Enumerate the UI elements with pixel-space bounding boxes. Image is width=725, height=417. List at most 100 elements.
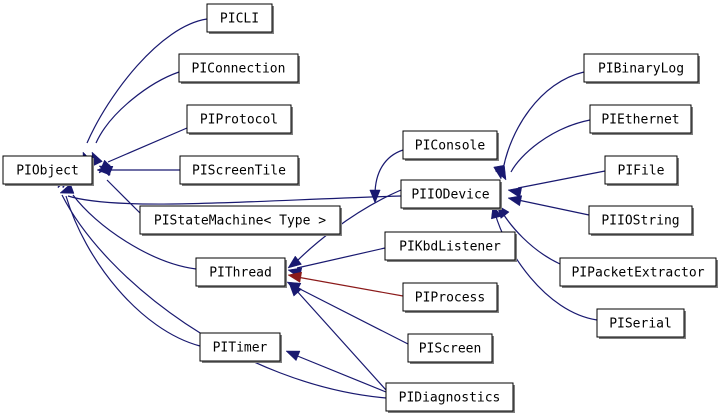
node-label: PITimer [213,341,268,356]
node-piserial[interactable]: PISerial [596,308,686,339]
edge-pistatemachine-to-piobject [98,159,141,214]
node-box[interactable] [583,53,699,83]
node-label: PIDiagnostics [399,391,501,406]
node-box[interactable] [186,104,292,134]
node-box[interactable] [178,53,299,83]
node-picli[interactable]: PICLI [206,3,274,34]
edge-line [296,247,386,269]
edge-arrowhead [287,271,303,283]
node-pifile[interactable]: PIFile [604,155,679,186]
edge-arrowhead [507,195,523,207]
edge-arrowhead [494,165,507,181]
node-pibinarylog[interactable]: PIBinaryLog [583,53,700,84]
edge-line [501,211,561,265]
node-label: PIProcess [415,291,485,306]
edge-line [61,194,387,399]
node-box[interactable] [139,205,341,235]
node-label: PICLI [220,12,259,27]
node-label: PIThread [209,266,272,281]
edge-line [72,194,197,270]
edge-piiodevice-to-piobject [59,183,402,205]
node-box[interactable] [407,333,493,363]
edge-pidiagnostics-to-pitimer [285,350,387,393]
node-pipacketextractor[interactable]: PIPacketExtractor [559,257,718,288]
edge-arrowhead [507,187,523,198]
edge-piiostring-to-piiodevice [507,195,590,216]
node-box[interactable] [559,257,717,287]
edge-line [295,286,409,345]
node-pitimer[interactable]: PITimer [199,332,282,363]
node-piiostring[interactable]: PIIOString [588,205,694,236]
edge-line [374,149,404,196]
edge-arrowhead [287,255,302,269]
node-piscreen[interactable]: PIScreen [407,333,494,364]
node-piobject[interactable]: PIObject [2,155,94,186]
node-box[interactable] [400,179,501,209]
node-box[interactable] [2,155,93,185]
node-label: PISerial [609,317,672,332]
node-pithread[interactable]: PIThread [195,257,287,288]
edge-arrowhead [369,189,381,204]
node-piprocess[interactable]: PIProcess [402,282,499,313]
edge-piprocess-to-pithread [287,271,404,297]
node-label: PIProtocol [200,113,278,128]
edge-line [106,179,141,214]
node-box[interactable] [589,104,692,134]
node-piconnection[interactable]: PIConnection [178,53,300,84]
node-box[interactable] [179,155,299,185]
edge-piprotocol-to-piobject [98,127,188,177]
node-piscreentile[interactable]: PIScreenTile [179,155,300,186]
edge-line [65,195,201,347]
edge-pikbdlistener-to-pithread [287,247,386,279]
edge-line [95,71,180,144]
node-label: PIScreen [419,342,482,357]
node-pidiagnostics[interactable]: PIDiagnostics [385,382,515,413]
node-piprotocol[interactable]: PIProtocol [186,104,293,135]
node-label: PIPacketExtractor [571,266,704,281]
node-box[interactable] [596,308,685,338]
node-piiodevice[interactable]: PIIODevice [400,179,502,210]
node-label: PIEthernet [601,113,679,128]
edge-arrowhead [285,350,301,362]
node-box[interactable] [402,282,498,312]
edge-piethernet-to-piiodevice [494,119,591,181]
edge-arrowhead [98,159,113,174]
node-box[interactable] [588,205,693,235]
node-box[interactable] [402,130,498,160]
edge-line [295,289,387,391]
node-pikbdlistener[interactable]: PIKbdListener [384,231,517,262]
node-box[interactable] [604,155,678,185]
edge-line [517,199,590,216]
edge-piscreen-to-pithread [286,281,409,345]
node-label: PIScreenTile [192,164,286,179]
edge-line [67,195,402,205]
edge-line [107,127,188,163]
edge-line [296,276,404,297]
node-box[interactable] [206,3,273,33]
node-pistatemachine[interactable]: PIStateMachine< Type > [139,205,342,236]
edges-layer [57,18,606,399]
edge-pifile-to-piiodevice [507,170,606,198]
edge-line [294,354,387,393]
node-box[interactable] [384,231,516,261]
edge-piconnection-to-piobject [91,71,180,167]
edge-picli-to-piobject [82,18,208,167]
node-box[interactable] [385,382,514,412]
node-label: PIIOString [601,214,679,229]
node-box[interactable] [195,257,286,287]
edge-arrowhead [288,282,303,297]
node-label: PIConnection [192,62,286,77]
node-label: PIConsole [415,139,486,154]
edge-pidiagnostics-to-pithread [288,282,387,391]
node-piethernet[interactable]: PIEthernet [589,104,693,135]
edge-line [502,71,585,171]
node-label: PIStateMachine< Type > [154,214,326,229]
node-label: PIBinaryLog [598,62,684,77]
node-piconsole[interactable]: PIConsole [402,130,499,161]
node-box[interactable] [199,332,281,362]
edge-line [510,119,591,173]
node-label: PIIODevice [411,188,489,203]
edge-line [86,18,208,144]
edge-piconsole-to-piiodevice [369,149,404,204]
